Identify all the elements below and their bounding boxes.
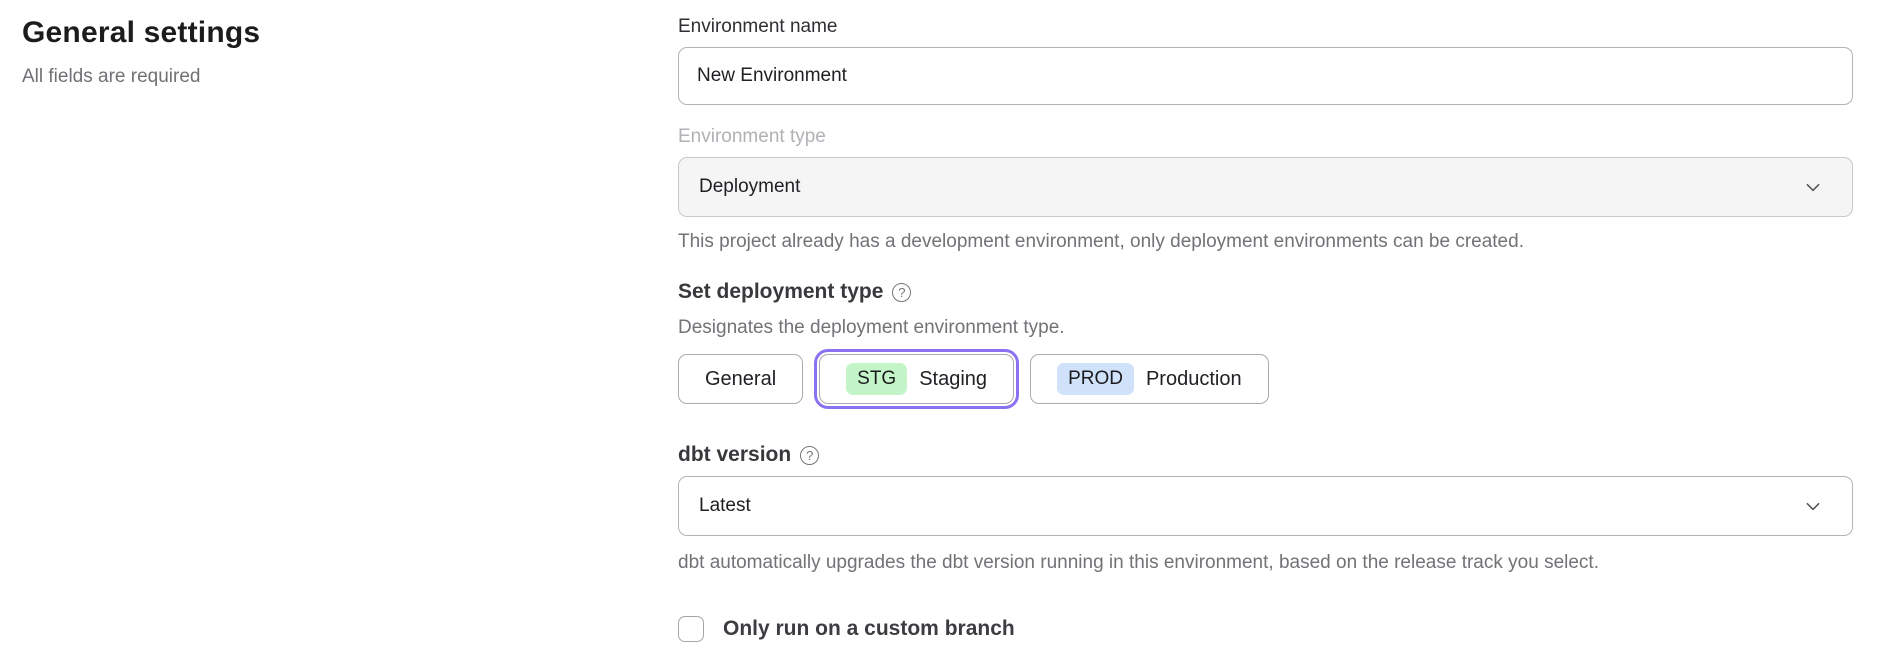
deployment-type-general-button[interactable]: General xyxy=(678,354,804,404)
dbt-version-title: dbt version xyxy=(678,443,792,466)
environment-type-value: Deployment xyxy=(699,176,801,197)
general-button-label: General xyxy=(705,367,777,390)
chevron-down-icon xyxy=(1804,178,1822,196)
custom-branch-row: Only run on a custom branch xyxy=(678,616,1853,642)
custom-branch-checkbox[interactable] xyxy=(678,616,704,642)
staging-button-label: Staging xyxy=(919,367,988,390)
production-badge: PROD xyxy=(1057,362,1134,396)
deployment-type-description: Designates the deployment environment ty… xyxy=(678,317,1065,338)
page-title: General settings xyxy=(22,16,261,49)
help-question-icon[interactable]: ? xyxy=(800,445,820,465)
deployment-type-production-button[interactable]: PROD Production xyxy=(1030,354,1269,404)
deployment-type-options: General STG Staging PROD Production xyxy=(678,349,1853,409)
environment-type-select[interactable]: Deployment xyxy=(678,157,1853,217)
help-question-icon[interactable]: ? xyxy=(892,282,912,302)
page-intro: General settings All fields are required xyxy=(22,16,542,88)
page-subtitle: All fields are required xyxy=(22,66,201,87)
production-button-label: Production xyxy=(1145,367,1242,390)
environment-name-label: Environment name xyxy=(678,16,838,37)
environment-name-input[interactable] xyxy=(678,47,1853,105)
deployment-type-staging-button[interactable]: STG Staging xyxy=(814,349,1020,409)
environment-type-helper: This project already has a development e… xyxy=(678,231,1524,252)
dbt-version-helper: dbt automatically upgrades the dbt versi… xyxy=(678,552,1599,573)
custom-branch-label: Only run on a custom branch xyxy=(723,617,1015,640)
staging-badge: STG xyxy=(846,362,908,396)
dbt-version-header: dbt version ? xyxy=(678,443,1853,467)
deployment-type-header: Set deployment type ? xyxy=(678,280,1853,304)
deployment-type-title: Set deployment type xyxy=(678,280,884,303)
dbt-version-value: Latest xyxy=(699,495,751,516)
environment-type-label: Environment type xyxy=(678,126,826,147)
dbt-version-select[interactable]: Latest xyxy=(678,476,1853,536)
general-settings-form: Environment name Environment type Deploy… xyxy=(678,16,1853,642)
chevron-down-icon xyxy=(1804,497,1822,515)
